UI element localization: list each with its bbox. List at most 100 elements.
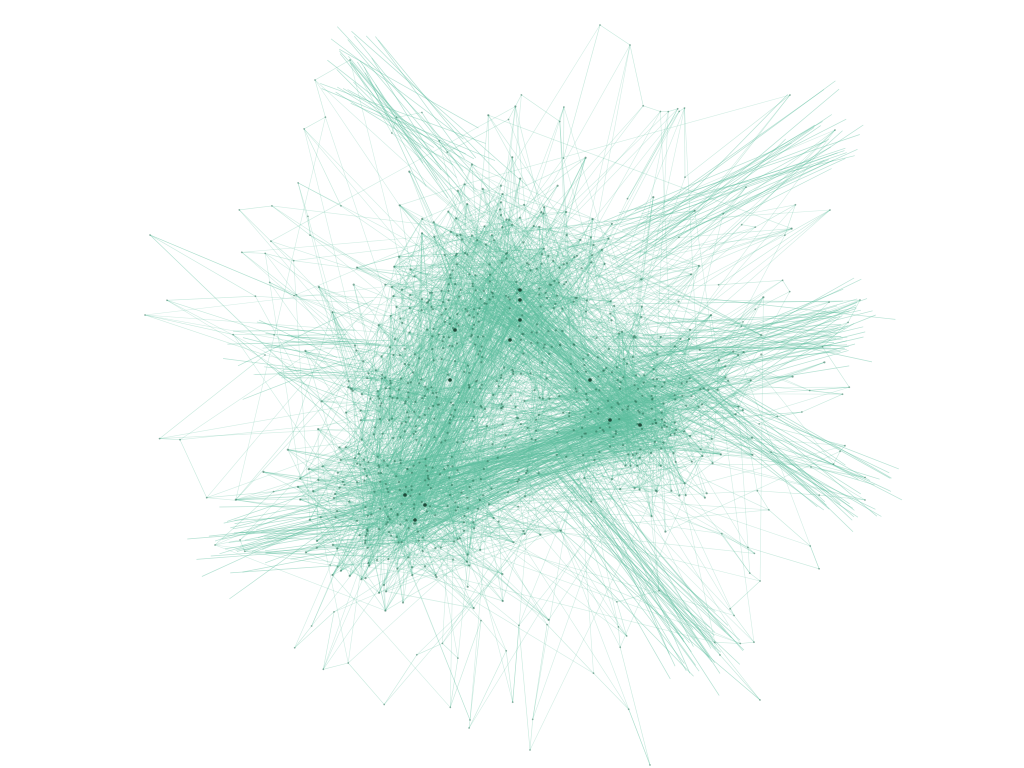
- graph-node: [166, 299, 168, 302]
- graph-edge: [651, 395, 664, 443]
- graph-edge: [569, 412, 663, 420]
- graph-edge: [385, 333, 456, 487]
- graph-edge: [481, 211, 567, 347]
- graph-edge: [461, 422, 662, 493]
- graph-edge: [466, 203, 741, 644]
- graph-edge: [582, 387, 704, 456]
- graph-edge: [431, 387, 458, 471]
- graph-edge: [475, 275, 479, 355]
- graph-edge: [287, 424, 503, 451]
- graph-node: [407, 363, 410, 366]
- graph-edge: [515, 106, 544, 399]
- graph-edge: [580, 342, 829, 493]
- graph-edge: [418, 319, 513, 516]
- graph-edge: [407, 308, 504, 498]
- graph-edge: [433, 284, 550, 330]
- graph-edge: [473, 266, 629, 424]
- graph-edge: [389, 386, 850, 389]
- graph-node: [614, 430, 618, 433]
- graph-edge: [664, 422, 680, 496]
- graph-edge: [380, 405, 488, 462]
- graph-node: [523, 399, 526, 402]
- graph-node: [412, 522, 415, 525]
- graph-edge: [348, 501, 482, 621]
- graph-edge: [634, 338, 690, 386]
- graph-edge: [559, 395, 664, 404]
- graph-node: [652, 368, 655, 371]
- graph-edge: [633, 337, 635, 386]
- graph-edge: [320, 516, 474, 523]
- graph-edge: [393, 217, 521, 297]
- graph-edge: [596, 337, 675, 347]
- graph-edge: [584, 306, 643, 366]
- graph-edge: [311, 397, 409, 627]
- graph-edge: [742, 308, 756, 323]
- graph-node: [684, 176, 686, 179]
- graph-edge: [658, 590, 721, 656]
- graph-edge: [378, 404, 454, 593]
- graph-node: [472, 607, 475, 610]
- graph-node: [353, 344, 357, 347]
- graph-edge: [431, 213, 544, 308]
- graph-edge: [448, 210, 695, 338]
- graph-node: [347, 386, 350, 389]
- graph-edge: [492, 259, 635, 435]
- graph-node: [573, 343, 576, 346]
- graph-edge: [541, 211, 605, 371]
- graph-edge: [409, 294, 830, 303]
- graph-edge: [345, 391, 409, 413]
- graph-edge: [427, 323, 457, 330]
- graph-edge: [553, 260, 676, 423]
- graph-edge: [361, 370, 377, 440]
- graph-node: [479, 548, 482, 552]
- graph-edge: [562, 412, 583, 429]
- graph-edge: [316, 420, 473, 542]
- graph-edge: [410, 269, 700, 351]
- graph-node: [540, 211, 543, 214]
- graph-edge: [335, 91, 454, 166]
- graph-node: [435, 396, 438, 399]
- graph-edge: [655, 423, 666, 532]
- graph-node: [433, 235, 436, 238]
- graph-edge: [501, 321, 744, 376]
- graph-edge: [420, 277, 493, 532]
- graph-node: [430, 305, 433, 309]
- graph-node: [683, 430, 686, 433]
- graph-node: [409, 268, 412, 271]
- graph-edge: [643, 382, 660, 591]
- graph-edge: [421, 406, 504, 446]
- graph-edge: [520, 488, 711, 628]
- graph-edge: [441, 290, 447, 310]
- graph-node: [424, 464, 428, 467]
- graph-edge: [348, 379, 422, 382]
- graph-edge: [431, 288, 540, 308]
- graph-edge: [607, 400, 676, 463]
- graph-edge: [378, 397, 423, 468]
- graph-edge: [443, 336, 486, 410]
- graph-edge: [440, 455, 703, 548]
- graph-node: [518, 216, 522, 219]
- graph-edge: [392, 401, 416, 439]
- graph-edge: [385, 567, 413, 611]
- graph-edge: [340, 460, 385, 571]
- graph-edge: [556, 406, 629, 456]
- graph-node: [525, 471, 528, 474]
- graph-edge: [394, 298, 533, 454]
- graph-edge: [399, 489, 419, 532]
- graph-node: [420, 232, 424, 235]
- graph-node: [656, 353, 659, 356]
- graph-edge: [544, 320, 652, 396]
- graph-edge: [385, 477, 429, 507]
- graph-node: [584, 370, 588, 373]
- graph-edge: [416, 332, 512, 511]
- graph-edge: [655, 422, 680, 496]
- graph-edge: [655, 365, 726, 421]
- graph-edge: [521, 263, 568, 316]
- graph-edge: [410, 108, 678, 383]
- graph-node: [592, 672, 595, 675]
- graph-edge: [559, 388, 621, 397]
- graph-edge: [387, 409, 649, 513]
- graph-edge: [366, 334, 440, 477]
- graph-edge: [537, 342, 628, 410]
- graph-edge: [489, 274, 572, 365]
